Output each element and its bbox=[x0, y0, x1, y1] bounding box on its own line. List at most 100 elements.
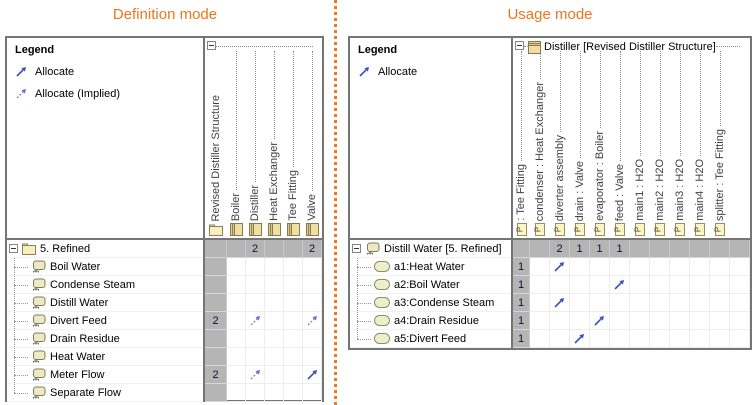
matrix-cell[interactable] bbox=[284, 258, 303, 276]
matrix-cell[interactable] bbox=[265, 348, 284, 366]
matrix-cell[interactable] bbox=[610, 312, 630, 330]
matrix-cell[interactable] bbox=[303, 294, 322, 312]
tree-row-cell[interactable]: Heat Water bbox=[7, 348, 203, 366]
row-label[interactable]: 5. Refined bbox=[40, 242, 91, 255]
matrix-root-column-label[interactable]: Distiller [Revised Distiller Structure] bbox=[544, 41, 716, 53]
matrix-cell[interactable] bbox=[284, 294, 303, 312]
matrix-cell[interactable]: 1 bbox=[513, 330, 530, 348]
row-label[interactable]: Distill Water [5. Refined] bbox=[384, 242, 502, 255]
collapse-minus-box[interactable] bbox=[515, 41, 524, 50]
column-header-label[interactable]: diverter assembly bbox=[553, 134, 566, 221]
matrix-cell[interactable] bbox=[246, 276, 265, 294]
column-header[interactable]: Heat Exchanger bbox=[265, 51, 284, 238]
row-label[interactable]: Heat Water bbox=[50, 350, 106, 363]
matrix-cell[interactable] bbox=[246, 366, 265, 384]
matrix-cell[interactable] bbox=[610, 294, 630, 312]
row-label[interactable]: Boil Water bbox=[50, 260, 101, 273]
matrix-cell[interactable] bbox=[550, 330, 570, 348]
row-label[interactable]: a3:Condense Steam bbox=[394, 296, 495, 309]
matrix-cell[interactable] bbox=[730, 312, 750, 330]
matrix-cell[interactable] bbox=[205, 258, 227, 276]
matrix-cell[interactable] bbox=[205, 294, 227, 312]
matrix-cell[interactable] bbox=[650, 258, 670, 276]
matrix-cell[interactable] bbox=[730, 240, 750, 258]
tree-row-cell[interactable]: Condense Steam bbox=[7, 276, 203, 294]
matrix-cell[interactable] bbox=[227, 258, 246, 276]
tree-row-cell[interactable]: Drain Residue bbox=[7, 330, 203, 348]
matrix-cell[interactable] bbox=[670, 276, 690, 294]
matrix-cell[interactable] bbox=[246, 348, 265, 366]
matrix-cell[interactable] bbox=[284, 240, 303, 258]
matrix-cell[interactable] bbox=[246, 294, 265, 312]
column-header[interactable]: Distiller bbox=[246, 51, 265, 238]
matrix-cell[interactable] bbox=[530, 276, 550, 294]
matrix-cell[interactable] bbox=[690, 240, 710, 258]
matrix-cell[interactable] bbox=[227, 330, 246, 348]
matrix-cell[interactable] bbox=[550, 276, 570, 294]
matrix-cell[interactable] bbox=[227, 294, 246, 312]
matrix-cell[interactable]: 1 bbox=[570, 240, 590, 258]
row-label[interactable]: Divert Feed bbox=[50, 314, 107, 327]
matrix-cell[interactable] bbox=[670, 330, 690, 348]
matrix-cell[interactable] bbox=[303, 258, 322, 276]
tree-row-cell[interactable]: Distill Water bbox=[7, 294, 203, 312]
column-header-label[interactable]: : Tee Fitting bbox=[515, 164, 527, 221]
matrix-cell[interactable] bbox=[730, 330, 750, 348]
matrix-cell[interactable] bbox=[530, 294, 550, 312]
row-label[interactable]: a4:Drain Residue bbox=[394, 314, 479, 327]
matrix-cell[interactable] bbox=[205, 330, 227, 348]
matrix-cell[interactable] bbox=[205, 240, 227, 258]
matrix-cell[interactable] bbox=[284, 366, 303, 384]
column-header-label[interactable]: main2 : H2O bbox=[653, 159, 666, 221]
matrix-cell[interactable] bbox=[530, 258, 550, 276]
matrix-cell[interactable] bbox=[670, 258, 690, 276]
matrix-cell[interactable] bbox=[246, 384, 265, 402]
column-header-label[interactable]: Tee Fitting bbox=[287, 170, 299, 221]
matrix-cell[interactable] bbox=[630, 294, 650, 312]
matrix-cell[interactable] bbox=[550, 294, 570, 312]
matrix-cell[interactable] bbox=[246, 258, 265, 276]
row-label[interactable]: a5:Divert Feed bbox=[394, 332, 467, 345]
matrix-cell[interactable]: 2 bbox=[205, 312, 227, 330]
matrix-cell[interactable] bbox=[570, 294, 590, 312]
matrix-cell[interactable] bbox=[303, 330, 322, 348]
column-header-label[interactable]: drain : Valve bbox=[573, 160, 586, 221]
row-label[interactable]: Distill Water bbox=[50, 296, 109, 309]
tree-row-cell[interactable]: Separate Flow bbox=[7, 384, 203, 402]
matrix-cell[interactable] bbox=[284, 330, 303, 348]
column-header-label[interactable]: Revised Distiller Structure bbox=[209, 95, 222, 222]
row-label[interactable]: a2:Boil Water bbox=[394, 278, 460, 291]
matrix-cell[interactable] bbox=[205, 276, 227, 294]
column-header-label[interactable]: Heat Exchanger bbox=[268, 142, 280, 221]
row-label[interactable]: Meter Flow bbox=[50, 368, 105, 381]
matrix-cell[interactable]: 1 bbox=[590, 240, 610, 258]
matrix-cell[interactable] bbox=[710, 330, 730, 348]
matrix-cell[interactable]: 2 bbox=[205, 366, 227, 384]
matrix-cell[interactable] bbox=[690, 258, 710, 276]
matrix-cell[interactable] bbox=[590, 312, 610, 330]
matrix-cell[interactable] bbox=[630, 276, 650, 294]
column-header[interactable]: Tee Fitting bbox=[284, 51, 303, 238]
tree-row-cell[interactable]: Meter Flow bbox=[7, 366, 203, 384]
matrix-cell[interactable]: 2 bbox=[550, 240, 570, 258]
matrix-cell[interactable] bbox=[550, 258, 570, 276]
matrix-cell[interactable] bbox=[227, 366, 246, 384]
column-header[interactable]: Boiler bbox=[227, 51, 246, 238]
matrix-cell[interactable] bbox=[690, 276, 710, 294]
matrix-cell[interactable] bbox=[530, 330, 550, 348]
column-header-label[interactable]: evaporator : Boiler bbox=[593, 131, 606, 221]
matrix-cell[interactable]: 1 bbox=[610, 240, 630, 258]
column-header[interactable]: Valve bbox=[303, 51, 322, 238]
matrix-cell[interactable] bbox=[284, 384, 303, 402]
matrix-cell[interactable] bbox=[710, 240, 730, 258]
matrix-cell[interactable] bbox=[303, 348, 322, 366]
matrix-cell[interactable] bbox=[303, 276, 322, 294]
matrix-cell[interactable] bbox=[650, 330, 670, 348]
matrix-cell[interactable] bbox=[284, 276, 303, 294]
